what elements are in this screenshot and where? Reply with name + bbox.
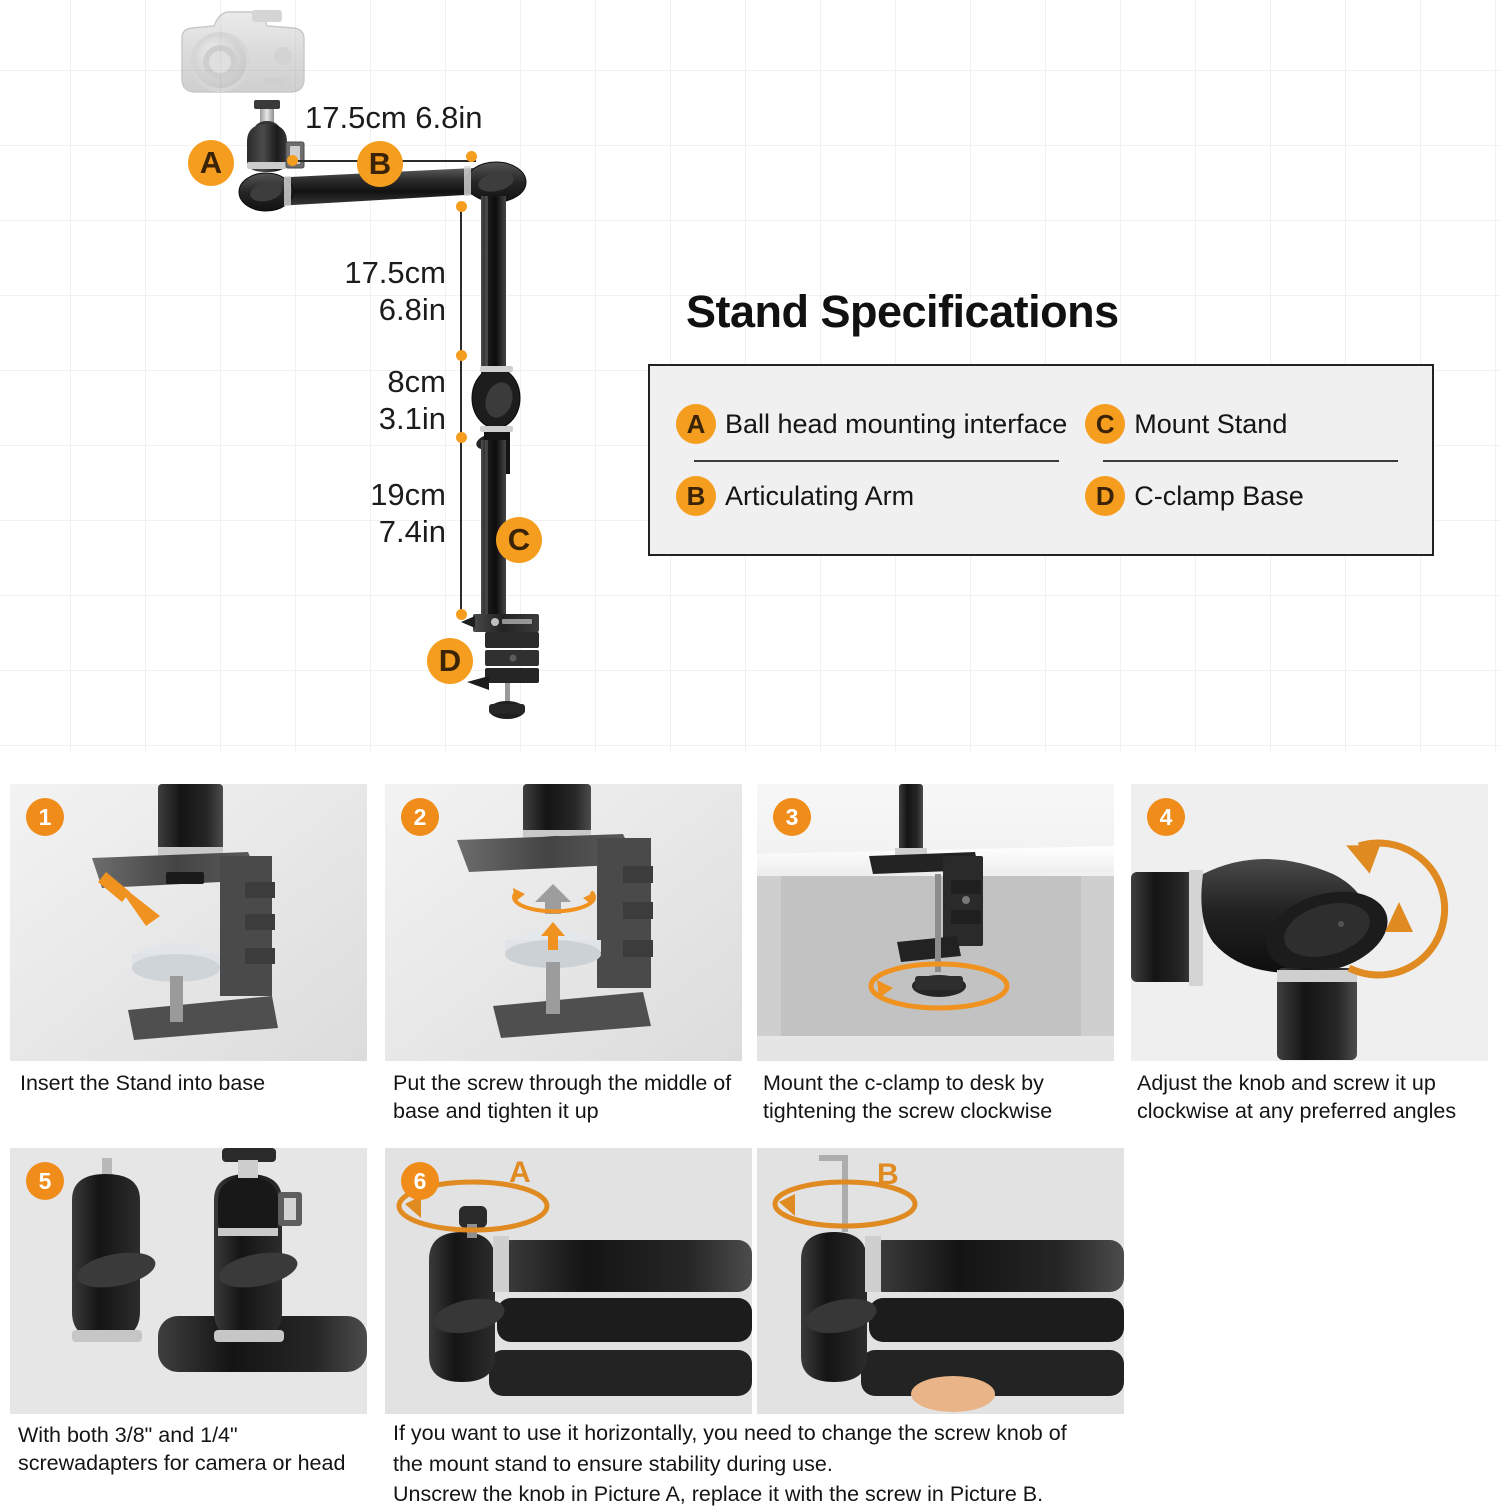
dimension-dot-col-bottom [456,609,467,620]
top-diagram-section: 17.5cm 6.8in A B 17.5cm 6.8in 8cm 3.1in … [0,0,1500,752]
spec-badge-d: D [1085,476,1126,516]
specifications-panel: A Ball head mounting interface C Mount S… [648,364,1434,556]
dimension-line-column [460,205,462,617]
spec-label-a: Ball head mounting interface [725,408,1068,439]
step-3-caption: Mount the c-clamp to desk by tightening … [763,1071,1053,1123]
spec-item-b: B Articulating Arm [676,460,1067,532]
product-illustration: 17.5cm 6.8in A B 17.5cm 6.8in 8cm 3.1in … [0,0,640,752]
c-clamp-base-graphic [461,614,539,719]
marker-badge-b: B [357,141,403,187]
mount-stand-upper-graphic [481,196,506,396]
step-badge-1: 1 [26,798,64,836]
spec-badge-c: C [1085,404,1126,444]
step-badge-4: 4 [1147,798,1185,836]
step-6-caption-line2: the mount stand to ensure stability duri… [393,1451,833,1476]
articulating-arm-graphic [238,161,527,212]
step-2-caption: Put the screw through the middle of base… [393,1071,732,1123]
step-5-caption: With both 3/8" and 1/4" screwadapters fo… [18,1423,346,1475]
step-badge-6: 6 [401,1162,439,1200]
stand-specifications-block: Stand Specifications A Ball head mountin… [648,286,1448,556]
dslr-camera-icon [181,10,305,93]
step-2-photo: 2 [385,784,742,1061]
step-6-caption-line3: Unscrew the knob in Picture A, replace i… [393,1482,1044,1507]
spec-label-b: Articulating Arm [725,480,915,511]
step-6-photo-b: B [757,1148,1124,1414]
step-6-caption: If you want to use it horizontally, you … [393,1418,1133,1510]
spec-item-a: A Ball head mounting interface [676,388,1068,462]
step-5-photo: 5 [10,1148,367,1414]
spec-badge-b: B [676,476,716,516]
step-badge-3: 3 [773,798,811,836]
spec-item-d: D C-clamp Base [1085,460,1406,532]
spec-label-d: C-clamp Base [1134,480,1304,511]
dimension-dot-col-top [456,201,467,212]
step-4-illustration [1131,784,1488,1061]
step-6a-illustration: A [385,1148,752,1414]
step-6b-illustration: B [757,1148,1124,1414]
step-6-photo-a: A 6 [385,1148,752,1414]
dimension-dot-arm-left [287,155,298,166]
dimension-label-column-middle: 8cm 3.1in [378,364,446,436]
step-3-photo: 3 [757,784,1114,1061]
dimension-dot-arm-right [466,151,477,162]
spec-badge-a: A [676,404,716,444]
step-1-photo: 1 [10,784,367,1061]
step-2-illustration [385,784,742,1061]
dimension-label-column-lower: 19cm 7.4in [370,477,446,549]
step-4-caption: Adjust the knob and screw it up clockwis… [1137,1071,1457,1123]
dimension-dot-col-mid1 [456,350,467,361]
step-1-caption: Insert the Stand into base [20,1071,266,1095]
spec-label-c: Mount Stand [1134,408,1288,439]
marker-badge-d: D [427,638,473,684]
marker-badge-a: A [188,140,234,186]
marker-badge-c: C [496,517,542,563]
spec-item-c: C Mount Stand [1085,388,1406,462]
dimension-label-column-upper: 17.5cm 6.8in [344,255,446,327]
dimension-label-arm: 17.5cm 6.8in [305,100,483,135]
step-4-photo: 4 [1131,784,1488,1061]
step-badge-2: 2 [401,798,439,836]
specifications-title: Stand Specifications [686,286,1119,337]
step-1-illustration [10,784,367,1061]
svg-text:A: A [509,1156,531,1189]
step-3-illustration [757,784,1114,1061]
step-badge-5: 5 [26,1162,64,1200]
step-6-caption-line1: If you want to use it horizontally, you … [393,1421,1067,1445]
step-5-illustration [10,1148,367,1414]
dimension-dot-col-mid2 [456,432,467,443]
svg-text:B: B [877,1158,899,1191]
